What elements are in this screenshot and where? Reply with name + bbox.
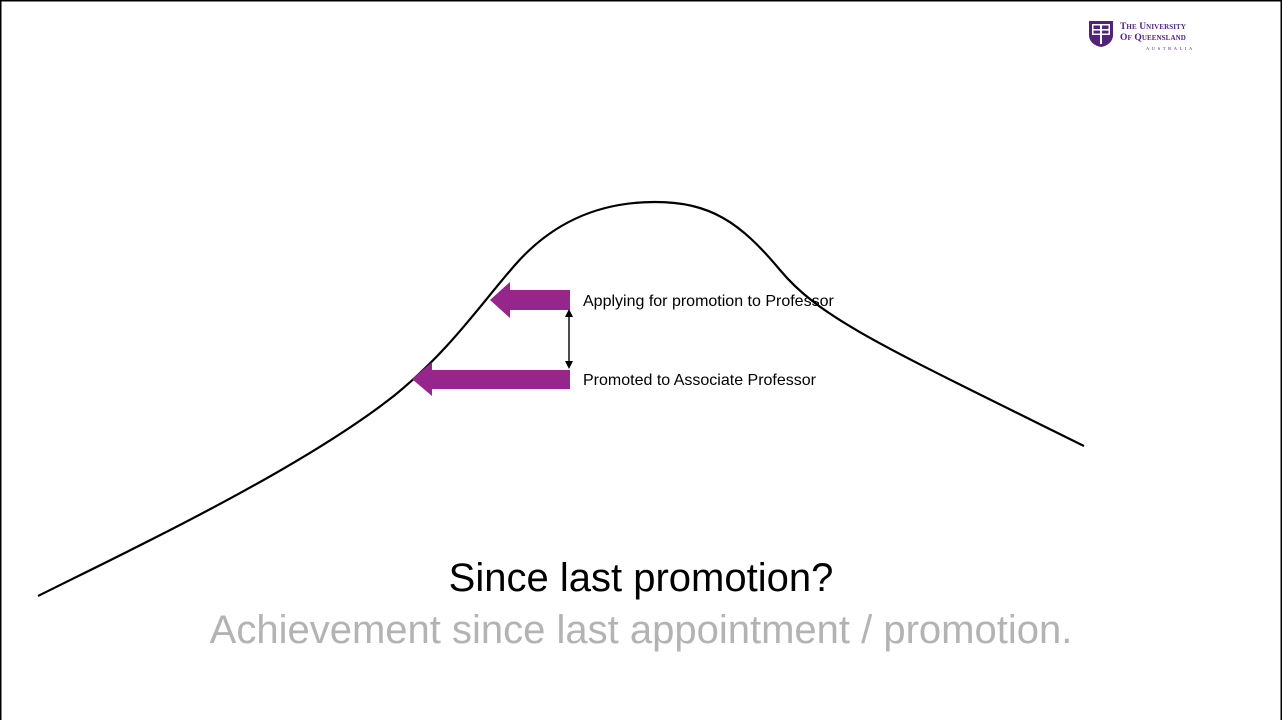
gap-indicator-head-bottom [565, 361, 573, 369]
gap-indicator-head-top [565, 309, 573, 317]
slide-title: Since last promotion? [448, 556, 834, 600]
crest-icon [1089, 21, 1113, 47]
logo-line-2: Of Queensland [1120, 33, 1186, 43]
label-applying-professor: Applying for promotion to Professor [583, 293, 834, 310]
arrow-promoted-associate [412, 362, 570, 396]
university-logo: The University Of Queensland AUSTRALIA [1088, 20, 1238, 64]
label-promoted-associate: Promoted to Associate Professor [583, 372, 816, 389]
slide-subtitle: Achievement since last appointment / pro… [209, 608, 1073, 652]
career-curve [37, 200, 1085, 597]
arrow-applying-professor [490, 282, 570, 318]
logo-line-1: The University [1120, 22, 1186, 32]
logo-line-3: AUSTRALIA [1146, 46, 1195, 51]
